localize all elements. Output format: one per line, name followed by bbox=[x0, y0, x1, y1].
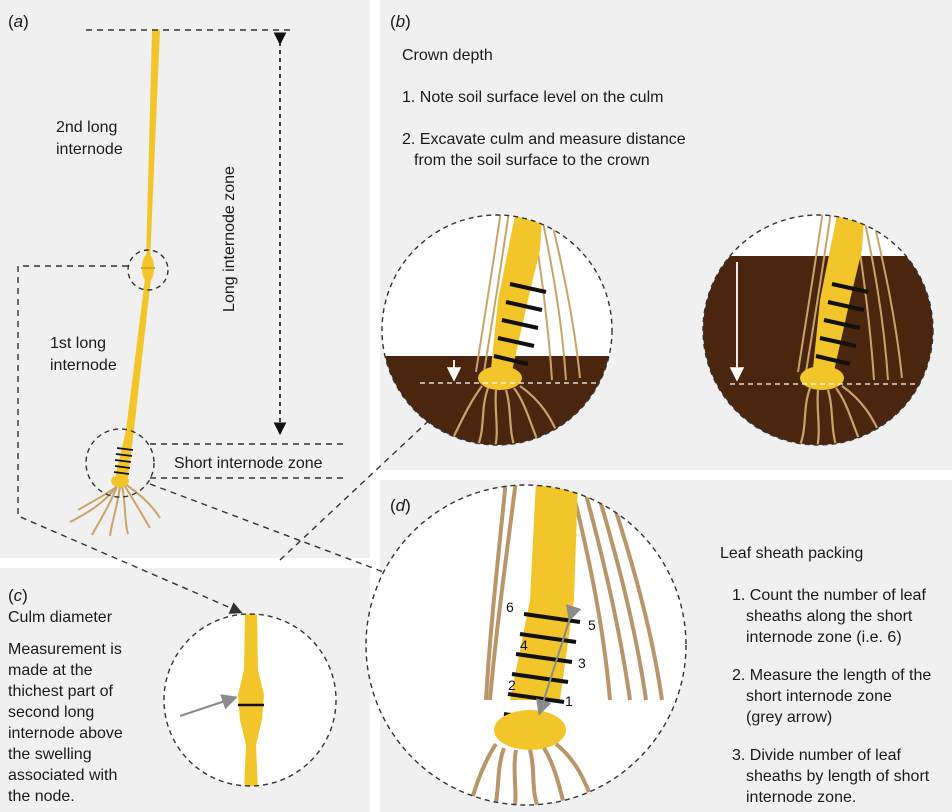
crown-depth-circle-surface bbox=[380, 190, 620, 456]
culm-diameter-circle bbox=[160, 610, 340, 790]
culm-diameter-title: Culm diameter bbox=[8, 608, 112, 628]
panel-a-label: (a) bbox=[8, 12, 29, 32]
leaf-sheath-circle bbox=[360, 480, 700, 812]
first-long-internode-label-2: internode bbox=[50, 356, 117, 376]
crown-depth-circle-excavated bbox=[700, 190, 940, 456]
sheath-number-3: 3 bbox=[578, 655, 586, 671]
culm-diameter-line: second long bbox=[8, 703, 94, 723]
panel-a-culm bbox=[70, 30, 160, 536]
culm-diameter-line: associated with bbox=[8, 766, 117, 786]
second-long-internode-label-2: internode bbox=[56, 140, 123, 160]
leaf-sheath-step-1-line-2: sheaths along the short bbox=[746, 607, 912, 627]
leaf-sheath-step-2-line-2: short internode zone bbox=[746, 687, 892, 707]
sheath-number-6: 6 bbox=[506, 599, 514, 615]
sheath-number-5: 5 bbox=[588, 617, 596, 633]
crown-depth-step-2-line-1: 2. Excavate culm and measure distance bbox=[402, 130, 686, 150]
long-internode-zone-label: Long internode zone bbox=[220, 129, 240, 349]
leaf-sheath-step-2-line-3: (grey arrow) bbox=[746, 708, 832, 728]
culm-diameter-line: Measurement is bbox=[8, 640, 122, 660]
second-long-internode-label-1: 2nd long bbox=[56, 118, 117, 138]
crown-depth-step-2-line-2: from the soil surface to the crown bbox=[414, 151, 650, 171]
leaf-sheath-step-2-line-1: 2. Measure the length of the bbox=[732, 666, 931, 686]
sheath-number-2: 2 bbox=[508, 677, 516, 693]
sheath-number-4: 4 bbox=[520, 637, 528, 653]
short-zone-to-panel-d-connector bbox=[150, 484, 410, 582]
panel-c-label: (c) bbox=[8, 586, 28, 606]
leaf-sheath-step-3-line-1: 3. Divide number of leaf bbox=[732, 746, 901, 766]
culm-diameter-line: made at the bbox=[8, 661, 93, 681]
sheath-number-1: 1 bbox=[565, 693, 573, 709]
crown-depth-step-1: 1. Note soil surface level on the culm bbox=[402, 88, 663, 108]
panel-b-label: (b) bbox=[390, 12, 411, 32]
culm-diameter-line: internode above bbox=[8, 724, 123, 744]
leaf-sheath-title: Leaf sheath packing bbox=[720, 544, 863, 564]
crown-depth-title: Crown depth bbox=[402, 46, 493, 66]
leaf-sheath-step-1-line-1: 1. Count the number of leaf bbox=[732, 586, 926, 606]
short-internode-zone-label: Short internode zone bbox=[174, 454, 323, 474]
culm-diameter-line: the swelling bbox=[8, 745, 92, 765]
culm-diameter-line: thichest part of bbox=[8, 682, 113, 702]
leaf-sheath-step-3-line-3: internode zone. bbox=[746, 788, 856, 808]
leaf-sheath-step-1-line-3: internode zone (i.e. 6) bbox=[746, 628, 902, 648]
culm-diameter-line: the node. bbox=[8, 787, 75, 807]
first-long-internode-label-1: 1st long bbox=[50, 334, 106, 354]
leaf-sheath-step-3-line-2: sheaths by length of short bbox=[746, 767, 929, 787]
panel-a-roots bbox=[70, 484, 160, 536]
panel-d-label: (d) bbox=[390, 496, 411, 516]
